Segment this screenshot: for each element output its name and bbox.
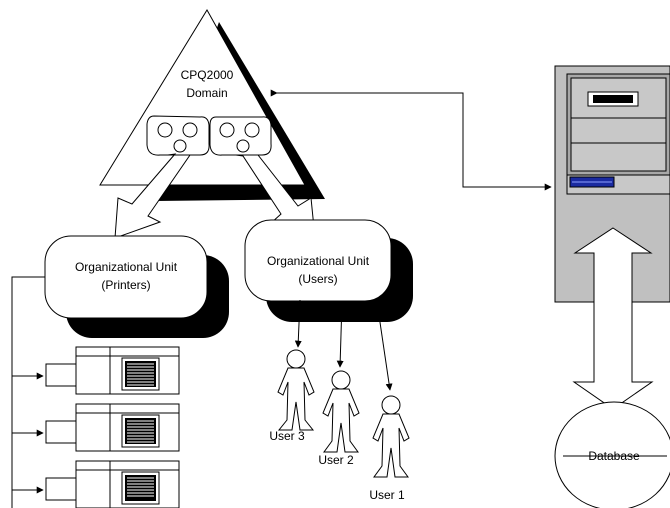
printer-icon (45, 403, 180, 452)
ou-users-label-line1: Organizational Unit (267, 254, 370, 268)
ou-users (244, 219, 413, 322)
user-figure-icon (322, 370, 360, 453)
user-2-label: User 2 (318, 453, 354, 467)
domain-server-link (270, 89, 552, 191)
domain-triangle (99, 9, 325, 201)
domain-name-line1: CPQ2000 (181, 68, 234, 82)
printer-connector (11, 276, 45, 508)
ou-printers (44, 235, 229, 338)
user-figure-icon (277, 349, 315, 431)
domain-name-line2: Domain (186, 86, 227, 100)
printer-icon (45, 460, 180, 508)
user-3-label: User 3 (269, 429, 305, 443)
ou-users-label-line2: (Users) (298, 272, 337, 286)
user-1-label: User 1 (369, 488, 405, 502)
printer-icon (45, 346, 180, 395)
database-icon (554, 401, 670, 508)
user-connectors (294, 299, 393, 391)
domain-controller-left-icon (146, 115, 210, 156)
user-figure-icon (372, 395, 410, 478)
ou-printers-box (44, 235, 208, 319)
ou-printers-label-line1: Organizational Unit (75, 260, 178, 274)
ou-users-box (244, 219, 392, 302)
ou-printers-label-line2: (Printers) (101, 278, 150, 292)
domain-controller-right-icon (209, 116, 272, 156)
